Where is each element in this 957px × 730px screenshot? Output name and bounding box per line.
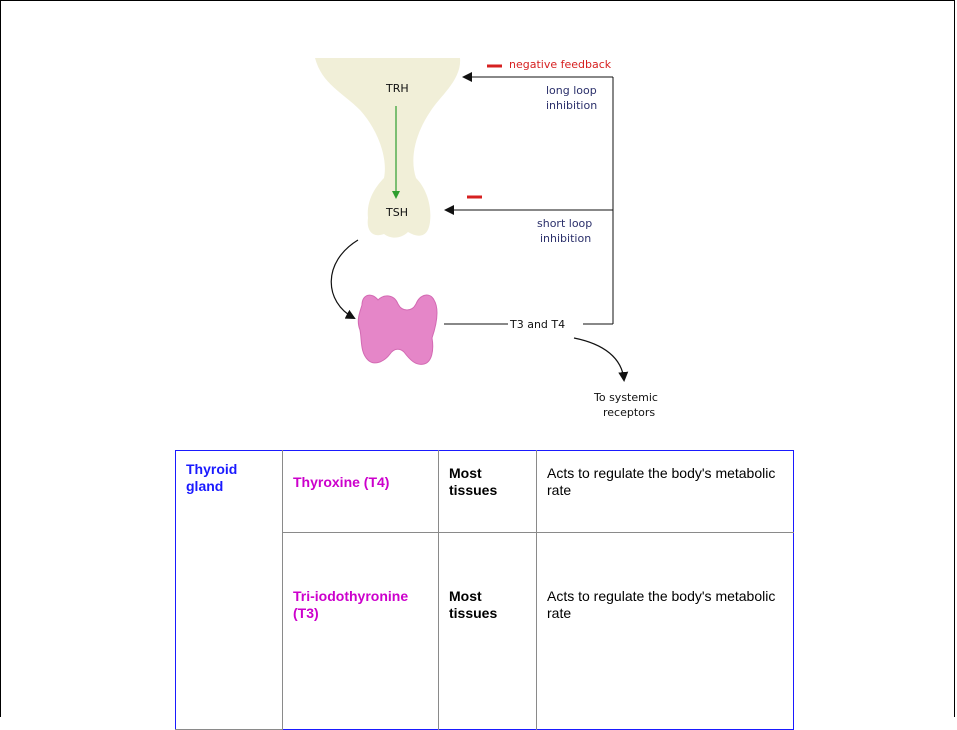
t3-and-t4-label: T3 and T4 (509, 318, 565, 331)
thyroid-gland-shape (358, 295, 437, 364)
tsh-label: TSH (385, 206, 408, 219)
tsh-to-thyroid-arrow (331, 240, 358, 318)
hormone-cell: Tri-iodothyronine (T3) (283, 533, 439, 730)
action-cell: Acts to regulate the body's metabolic ra… (537, 451, 794, 533)
and-label: and (527, 318, 548, 331)
table-row: Thyroid gland Thyroxine (T4) Most tissue… (176, 451, 794, 533)
systemic-label-1: To systemic (593, 391, 658, 404)
thyroid-feedback-diagram: TRH TSH negative feedback long loop inhi… (0, 0, 957, 440)
short-loop-label-2: inhibition (540, 232, 591, 245)
action-cell: Acts to regulate the body's metabolic ra… (537, 533, 794, 730)
trh-label: TRH (385, 82, 409, 95)
target-cell: Most tissues (439, 533, 537, 730)
hormone-cell: Thyroxine (T4) (283, 451, 439, 533)
long-loop-label-1: long loop (546, 84, 597, 97)
t4-label: T4 (550, 318, 565, 331)
t3-label: T3 (509, 318, 524, 331)
to-systemic-arrow (574, 338, 624, 380)
organ-cell: Thyroid gland (176, 451, 283, 730)
thyroid-hormone-table: Thyroid gland Thyroxine (T4) Most tissue… (175, 450, 794, 730)
systemic-label-2: receptors (603, 406, 655, 419)
target-cell: Most tissues (439, 451, 537, 533)
short-loop-label-1: short loop (537, 217, 592, 230)
negative-feedback-label: negative feedback (509, 58, 612, 71)
long-loop-label-2: inhibition (546, 99, 597, 112)
